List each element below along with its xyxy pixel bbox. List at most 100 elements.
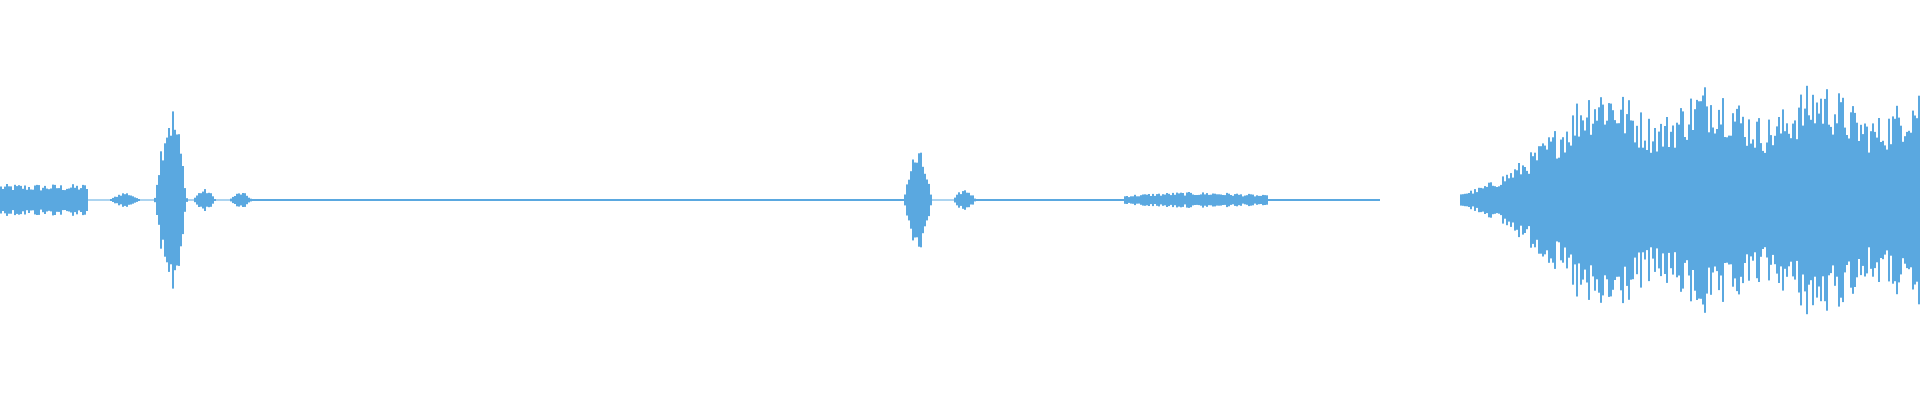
waveform-bar [20,185,22,215]
waveform-bar [1482,188,1484,212]
waveform-bar [1502,176,1504,224]
waveform-bar [558,199,560,201]
waveform-bar [1362,199,1364,201]
waveform-bar [1742,116,1744,284]
waveform-bar [984,199,986,201]
waveform-bar [506,199,508,201]
waveform-bar [1136,196,1138,204]
waveform-bar [1270,199,1272,201]
waveform-bar [1872,123,1874,277]
waveform-bar [130,195,132,205]
waveform-bar [434,199,436,201]
waveform-bar [740,199,742,201]
waveform-bar [1370,199,1372,201]
waveform-bar [1268,199,1270,201]
waveform-bar [1894,118,1896,282]
waveform-bar [1100,199,1102,201]
waveform-bar [370,199,372,201]
waveform-bar [480,199,482,201]
waveform-bar [476,199,478,201]
waveform-bar [994,199,996,201]
waveform-bar [1630,120,1632,280]
waveform-bar [696,199,698,201]
waveform-bar [1566,131,1568,269]
waveform-bar [1478,187,1480,213]
waveform-bar [214,199,216,201]
waveform-bar [1520,174,1522,226]
waveform-bar [538,199,540,201]
waveform-bar [282,199,284,201]
waveform-bar [654,199,656,201]
waveform-bar [694,199,696,201]
waveform-bar [254,199,256,201]
waveform-bar [522,199,524,201]
waveform-bar [980,199,982,201]
waveform-bar [490,199,492,201]
waveform-bar [118,194,120,206]
waveform-bar [524,199,526,201]
waveform-bar [1714,133,1716,267]
waveform-bar [386,199,388,201]
waveform-bar [1868,152,1870,248]
waveform-bar [1196,195,1198,205]
waveform-bar [1054,199,1056,201]
waveform-bar [1634,142,1636,258]
waveform-bar [412,199,414,201]
waveform-bar [1662,146,1664,254]
waveform-bar [838,199,840,201]
waveform-bar [666,199,668,201]
waveform-bar [870,199,872,201]
waveform-bar [812,199,814,201]
waveform-bar [1358,199,1360,201]
waveform-bar [82,184,84,216]
waveform-bar [646,199,648,201]
waveform-bar [1712,127,1714,273]
waveform-bar [1166,193,1168,207]
waveform-bars [0,85,1920,315]
waveform-bar [230,198,232,202]
waveform-bar [1786,123,1788,277]
waveform-bar [1036,199,1038,201]
waveform-bar [1640,112,1642,288]
waveform-bar [132,196,134,204]
waveform-bar [1288,199,1290,201]
waveform-bar [1006,199,1008,201]
waveform-bar [298,199,300,201]
waveform-bar [400,199,402,201]
waveform-bar [1750,143,1752,257]
waveform-bar [136,198,138,202]
waveform-bar [50,188,52,212]
waveform-bar [890,199,892,201]
waveform-bar [1090,199,1092,201]
waveform-bar [1008,199,1010,201]
waveform-bar [1682,111,1684,289]
waveform-bar [1352,199,1354,201]
waveform-bar [550,199,552,201]
waveform-bar [1718,109,1720,291]
waveform-bar [1806,85,1808,315]
waveform-bar [404,199,406,201]
waveform-bar [1228,193,1230,207]
waveform-bar [1734,121,1736,279]
waveform-bar [1688,124,1690,276]
waveform-bar [1708,132,1710,268]
waveform-bar [1322,199,1324,201]
waveform-bar [1180,192,1182,208]
waveform-bar [1810,119,1812,281]
waveform-bar [576,199,578,201]
waveform-bar [1620,109,1622,291]
waveform-bar [428,199,430,201]
waveform-bar [446,199,448,201]
waveform-bar [1818,113,1820,287]
waveform-bar [1354,199,1356,201]
waveform-bar [1658,131,1660,269]
waveform-bar [1300,199,1302,201]
waveform-bar [700,199,702,201]
waveform-bar [1014,199,1016,201]
waveform-bar [1108,199,1110,201]
waveform-bar [566,199,568,201]
waveform-bar [1608,103,1610,297]
waveform-bar [632,199,634,201]
waveform-bar [1892,116,1894,284]
